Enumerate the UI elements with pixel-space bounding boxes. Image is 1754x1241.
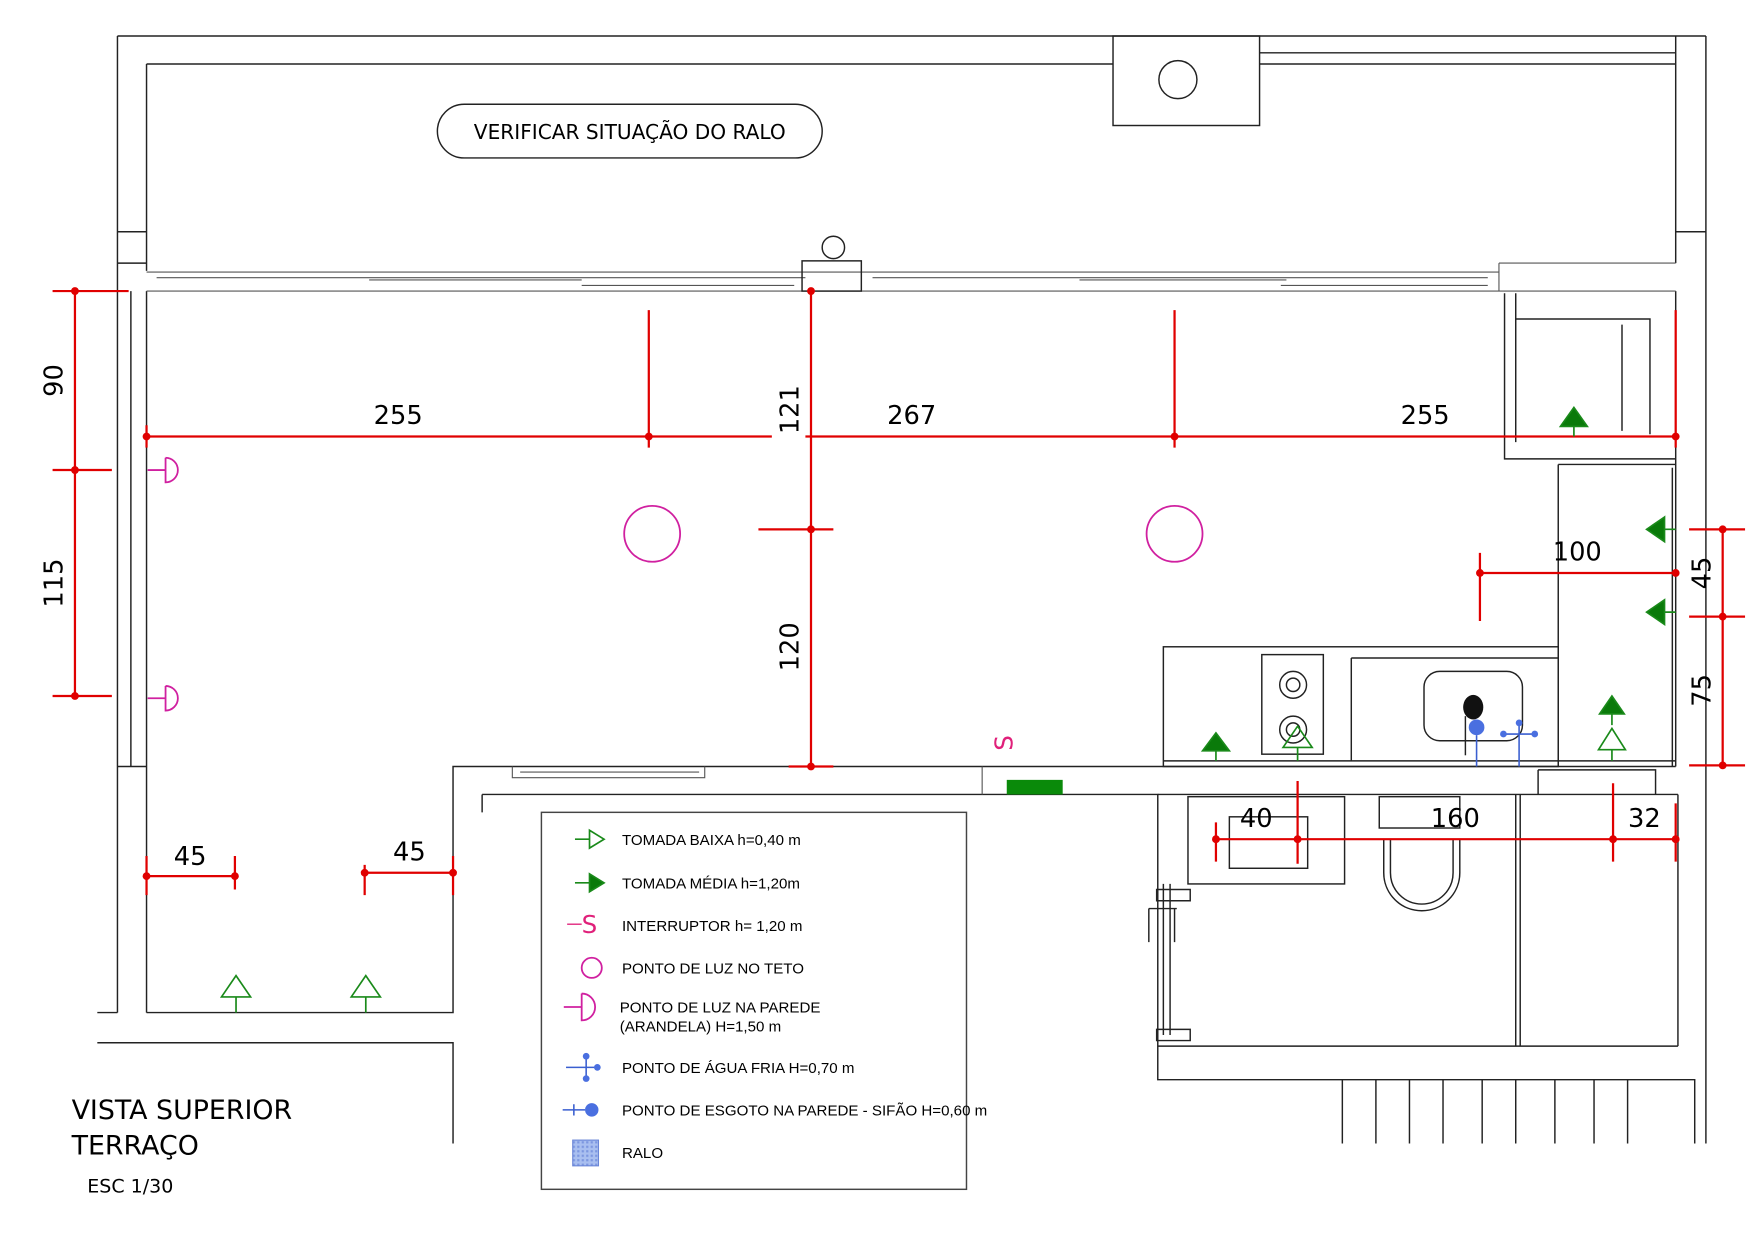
ceiling-light-icon (580, 956, 603, 979)
dim-left-lower: 115 (40, 558, 70, 607)
mid-outlet-icon (1200, 731, 1232, 761)
cold-water-icon (1475, 722, 1535, 767)
mid-outlet-icon (1598, 694, 1626, 726)
dim-top-left: 255 (374, 401, 423, 431)
wall-light-icon (147, 456, 179, 484)
wall-light-icon (563, 992, 596, 1022)
note-label: VERIFICAR SITUAÇÃO DO RALO (436, 103, 823, 159)
green-panel (1006, 779, 1063, 795)
dimension-lines (52, 287, 1746, 896)
window-lower (511, 766, 983, 795)
note-text: VERIFICAR SITUAÇÃO DO RALO (474, 120, 786, 144)
sink (1423, 670, 1524, 742)
legend-item-label: INTERRUPTOR h= 1,20 m (622, 918, 802, 935)
toilet-tank (1378, 795, 1461, 829)
low-outlet-icon (349, 974, 382, 1013)
drain-small-icon (821, 235, 846, 260)
railing (146, 235, 1676, 292)
cooktop (1261, 653, 1325, 755)
legend-item-label: TOMADA MÉDIA h=1,20m (622, 875, 800, 892)
scale-label: ESC 1/30 (87, 1176, 173, 1198)
ceiling-light-icon (623, 504, 682, 563)
faucet (1463, 694, 1484, 720)
dim-right-lower: 75 (1687, 674, 1717, 707)
dim-bottom-left-a: 45 (174, 842, 207, 872)
dim-vertical-lower: 120 (776, 622, 806, 671)
kitchen (1162, 293, 1676, 795)
legend-item-label: PONTO DE LUZ NA PAREDE (620, 1000, 821, 1017)
dim-top-mid: 267 (887, 401, 936, 431)
cold-water-icon (566, 1056, 598, 1079)
drain-icon (572, 1139, 600, 1167)
dim-right-upper: 45 (1687, 557, 1717, 590)
dim-top-right: 255 (1401, 401, 1450, 431)
legend-item-label: PONTO DE ESGOTO NA PAREDE - SIFÃO H=0,60… (622, 1102, 987, 1119)
mid-outlet-icon (1558, 405, 1589, 437)
legend-item-label: TOMADA BAIXA h=0,40 m (622, 832, 801, 849)
dim-bottom-left-b: 45 (393, 837, 426, 867)
dimension-labels: 255 267 255 121 120 90 115 45 75 100 45 … (40, 364, 1718, 872)
legend-item-label: PONTO DE ÁGUA FRIA H=0,70 m (622, 1060, 855, 1077)
mid-outlet-icon (574, 872, 606, 894)
low-outlet-icon (574, 828, 606, 850)
wall-light-icon (147, 685, 179, 712)
dim-bath-a: 40 (1240, 804, 1273, 834)
ceiling-light-icon (1145, 504, 1204, 563)
switch-icon: S (989, 735, 1018, 751)
drawing-title: VISTA SUPERIOR TERRAÇO ESC 1/30 (71, 1095, 293, 1198)
dim-vertical-upper: 121 (776, 385, 806, 434)
dim-bath-b: 160 (1431, 804, 1480, 834)
dim-counter: 100 (1553, 538, 1602, 568)
title-line1: VISTA SUPERIOR (72, 1095, 293, 1126)
outlets (219, 405, 1676, 1013)
bathroom (1148, 795, 1461, 1042)
legend-item-label: RALO (622, 1145, 663, 1162)
column-box (1112, 35, 1261, 127)
dim-bath-c: 32 (1628, 804, 1661, 834)
drain-circle-icon (1158, 59, 1198, 100)
mid-outlet-icon (1645, 598, 1676, 627)
dim-left-upper: 90 (40, 364, 70, 397)
sewage-icon (585, 1103, 599, 1117)
legend-item-label: PONTO DE LUZ NO TETO (622, 960, 804, 977)
legend-item-label: (ARANDELA) H=1,50 m (620, 1019, 781, 1036)
low-outlet-icon (219, 974, 253, 1013)
mid-outlet-icon (1645, 515, 1676, 544)
plumbing (1468, 719, 1539, 767)
low-outlet-icon (1281, 724, 1314, 761)
sewage-icon (1468, 719, 1485, 736)
title-line2: TERRAÇO (71, 1131, 199, 1162)
legend: TOMADA BAIXA h=0,40 m TOMADA MÉDIA h=1,2… (540, 811, 987, 1191)
low-outlet-icon (1596, 726, 1627, 761)
switch-icon: S (582, 910, 598, 939)
